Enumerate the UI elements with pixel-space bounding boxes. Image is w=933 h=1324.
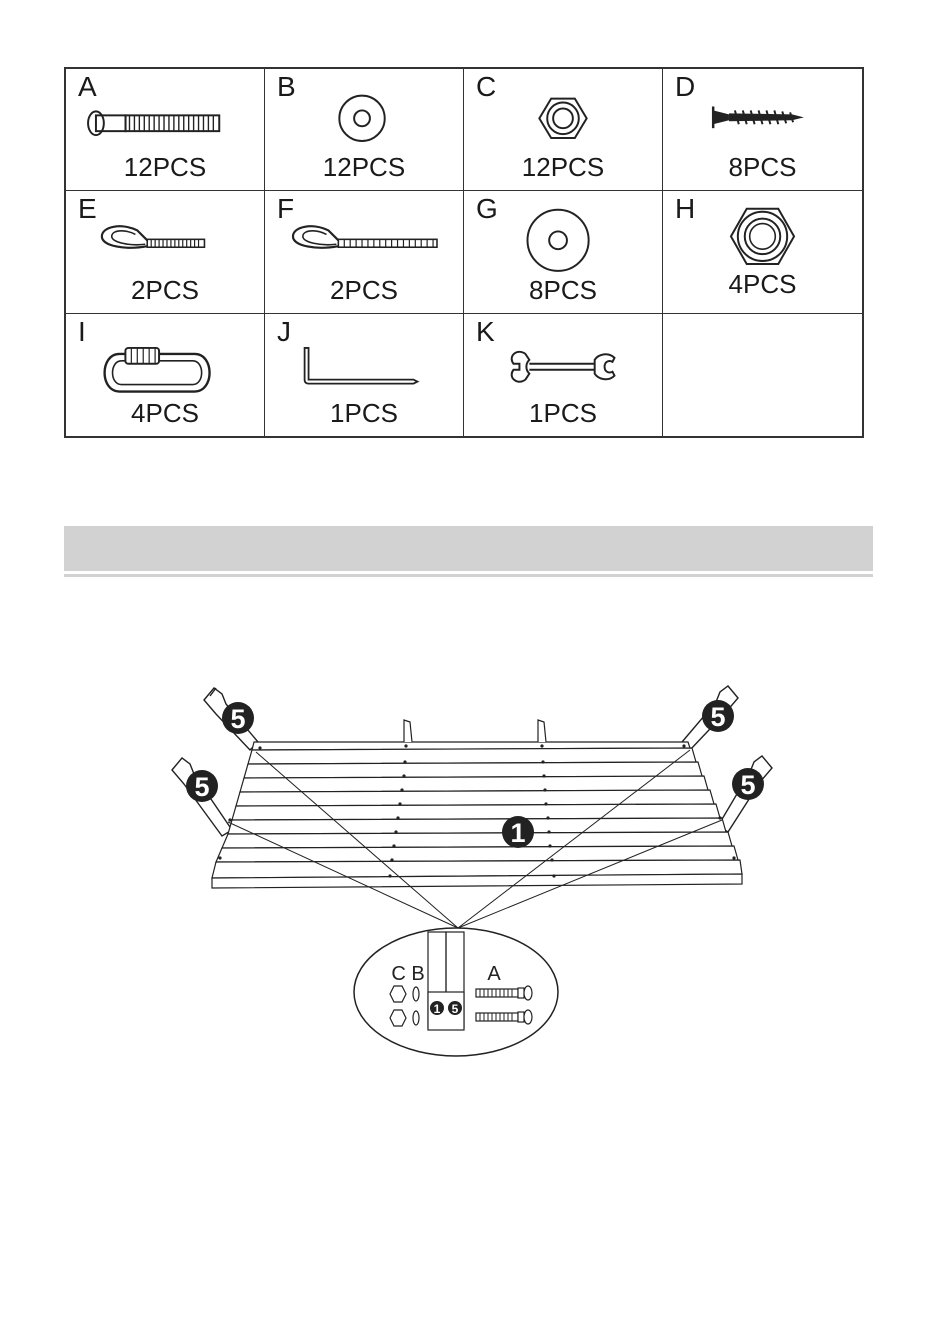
part-quantity: 1PCS — [265, 398, 463, 428]
detail-label-a: A — [487, 963, 501, 985]
part-quantity: 12PCS — [464, 152, 662, 182]
part-cell-b: B 12PCS — [265, 69, 464, 191]
part-quantity: 1PCS — [464, 398, 662, 428]
part-cell-k: K 1PCS — [464, 314, 663, 436]
callout-seat: 1 — [502, 816, 534, 848]
svg-text:1: 1 — [510, 818, 525, 848]
svg-text:5: 5 — [194, 772, 209, 802]
part-cell-i: I 4PCS — [66, 314, 265, 436]
part-cell-h: H 4PCS — [663, 191, 862, 313]
callout-leg-top-left: 5 — [222, 702, 254, 734]
seat-panel — [212, 742, 742, 888]
part-quantity: 8PCS — [663, 152, 862, 182]
part-cell-a: A 12PCS — [66, 69, 265, 191]
callout-leg-bottom-left: 5 — [186, 770, 218, 802]
hardware-detail-inset: C B A 1 5 — [354, 928, 558, 1056]
part-cell-g: G 8PCS — [464, 191, 663, 313]
callout-leg-top-right: 5 — [702, 700, 734, 732]
section-header-bar — [64, 526, 873, 571]
assembly-diagram: 5 5 5 5 1 C B A 1 5 — [150, 670, 790, 1070]
part-cell-d: D 8PCS — [663, 69, 862, 191]
part-cell-e: E 2PCS — [66, 191, 265, 313]
part-quantity: 12PCS — [265, 152, 463, 182]
part-quantity: 12PCS — [66, 152, 264, 182]
part-cell-f: F 2PCS — [265, 191, 464, 313]
svg-text:5: 5 — [230, 704, 245, 734]
part-quantity: 4PCS — [66, 398, 264, 428]
svg-text:5: 5 — [710, 702, 725, 732]
detail-label-cb: C B — [391, 963, 424, 985]
svg-text:1: 1 — [434, 1002, 441, 1016]
empty-cell — [663, 314, 862, 436]
callout-leg-bottom-right: 5 — [732, 768, 764, 800]
part-quantity: 2PCS — [265, 275, 463, 305]
part-quantity: 8PCS — [464, 275, 662, 305]
part-quantity: 4PCS — [663, 269, 862, 299]
part-quantity: 2PCS — [66, 275, 264, 305]
hardware-parts-table: A 12PCS B 12PCS C — [64, 67, 864, 438]
part-cell-j: J 1PCS — [265, 314, 464, 436]
svg-text:5: 5 — [740, 770, 755, 800]
part-cell-c: C 12PCS — [464, 69, 663, 191]
section-divider — [64, 574, 873, 577]
svg-text:5: 5 — [452, 1002, 459, 1016]
